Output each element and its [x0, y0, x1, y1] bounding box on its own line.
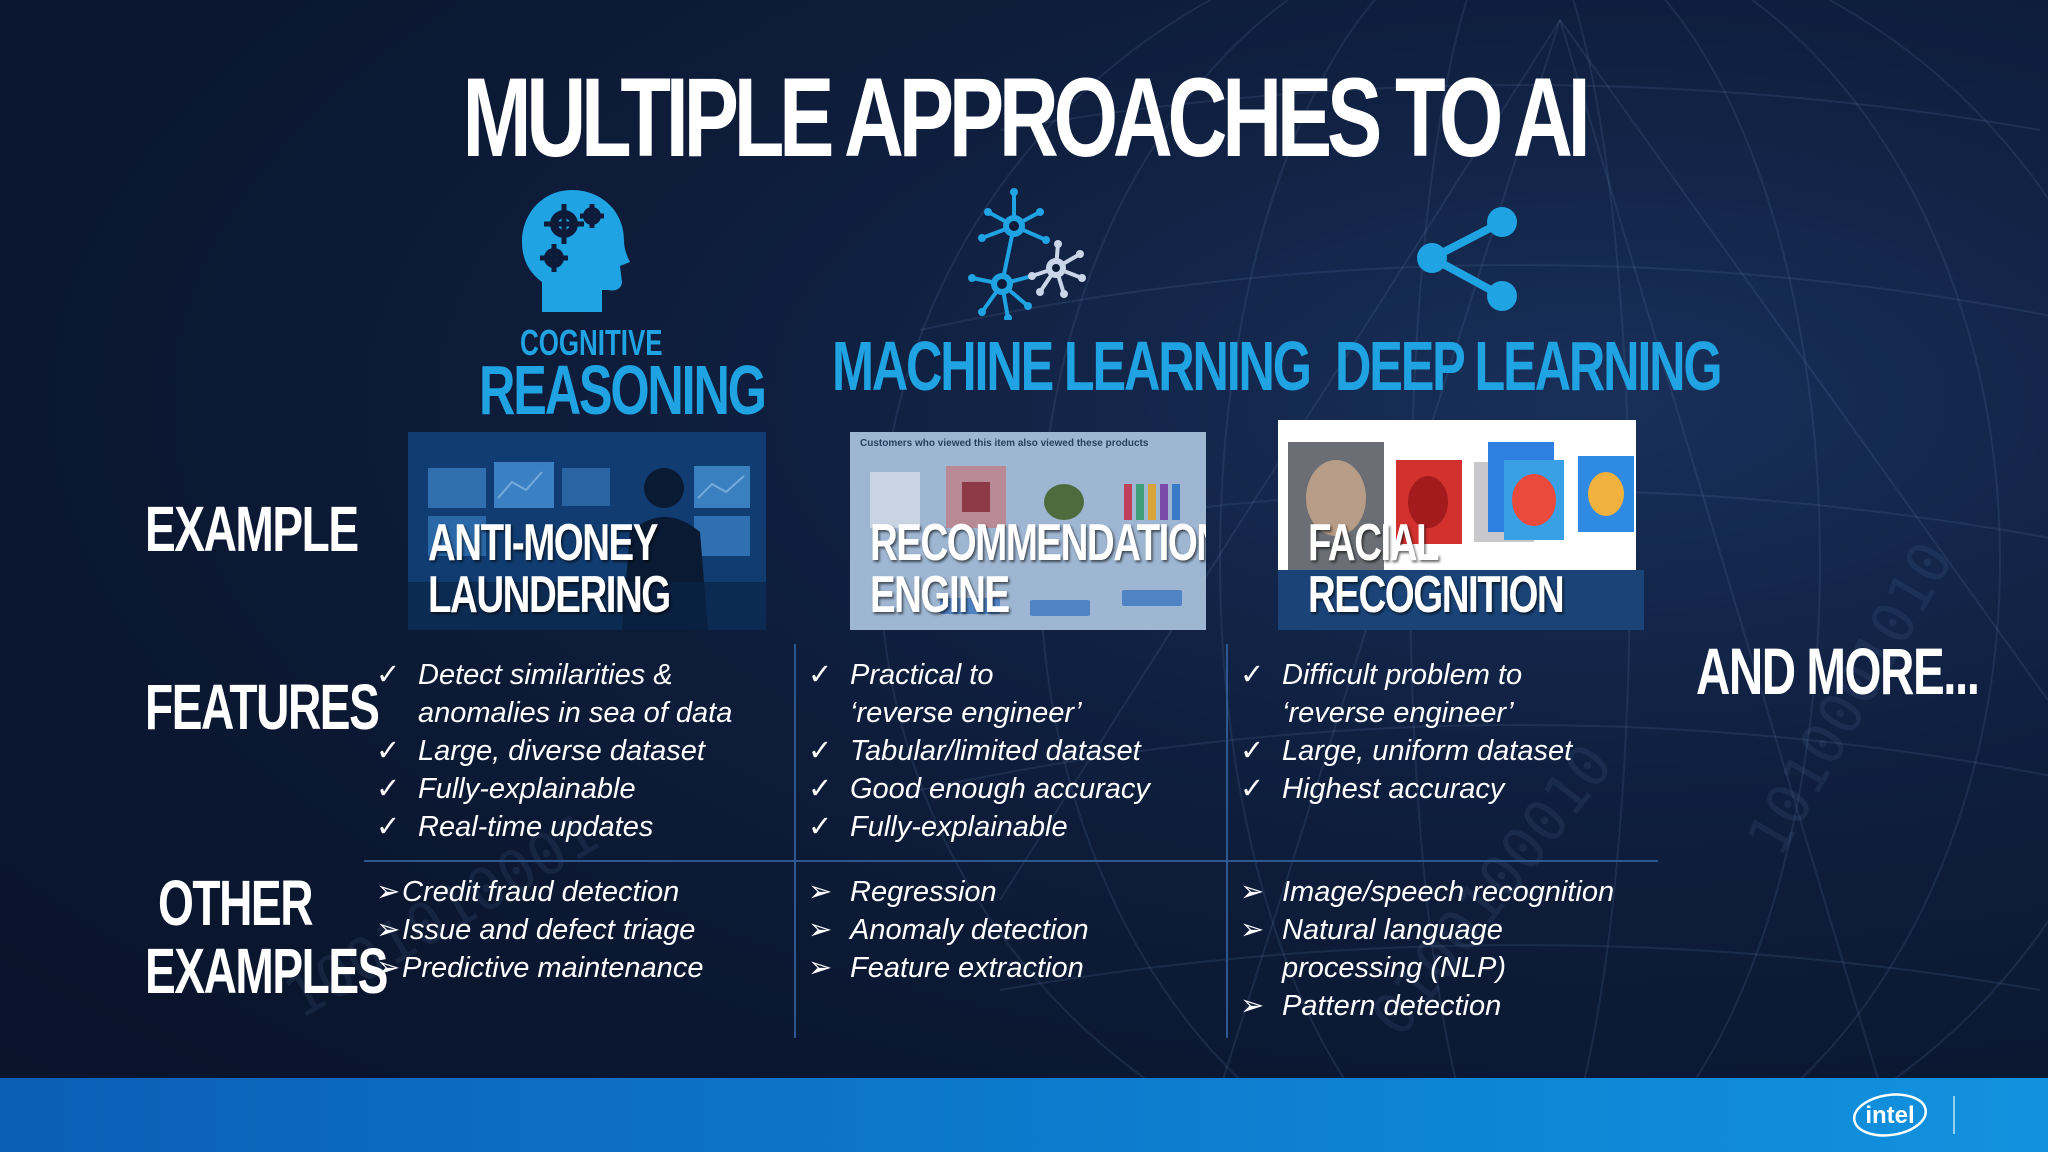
example-panel-facial-recognition: FACIAL RECOGNITION: [1278, 420, 1644, 630]
list-item: ✓Fully-explainable: [376, 770, 786, 808]
arrow-bullet-icon: ➢: [1240, 914, 1265, 946]
column-divider-2: [1226, 644, 1228, 1038]
list-item: ✓Practical to: [808, 656, 1218, 694]
example-caption-line1: RECOMMENDATION: [870, 514, 1206, 572]
row-label-features: FEATURES: [145, 671, 380, 743]
row-label-other-examples-line2: EXAMPLES: [145, 935, 388, 1007]
arrow-bullet-icon: ➢: [376, 952, 401, 984]
arrow-bullet-icon: ➢: [1240, 990, 1265, 1022]
list-item: ✓Fully-explainable: [808, 808, 1218, 846]
row-label-other-examples-line1: OTHER: [157, 867, 314, 939]
checkmark-icon: ✓: [376, 659, 401, 691]
list-item: ✓Tabular/limited dataset: [808, 732, 1218, 770]
face-heatmap-illustration: [1278, 420, 1644, 630]
list-item: ‘reverse engineer’: [1282, 697, 1514, 729]
footer-bar: [0, 1078, 2048, 1152]
other-examples-list-cognitive: ➢Credit fraud detection ➢Issue and defec…: [376, 873, 786, 987]
list-item: ✓Good enough accuracy: [808, 770, 1218, 808]
checkmark-icon: ✓: [808, 811, 833, 843]
list-item: ➢Issue and defect triage: [376, 911, 786, 949]
checkmark-icon: ✓: [1240, 735, 1265, 767]
arrow-bullet-icon: ➢: [376, 876, 401, 908]
column-divider-1: [794, 644, 796, 1038]
list-item: ✓Difficult problem to: [1240, 656, 1660, 694]
arrow-bullet-icon: ➢: [376, 914, 401, 946]
network-nodes-icon: [968, 188, 1086, 320]
list-item: ➢Anomaly detection: [808, 911, 1218, 949]
list-item: ✓Highest accuracy: [1240, 770, 1660, 808]
checkmark-icon: ✓: [376, 735, 401, 767]
example-caption-line2: LAUNDERING: [428, 566, 671, 624]
list-item: ➢Natural language: [1240, 911, 1680, 949]
checkmark-icon: ✓: [376, 811, 401, 843]
checkmark-icon: ✓: [1240, 773, 1265, 805]
svg-text:intel: intel: [1865, 1102, 1914, 1129]
column-title-machine-learning: MACHINE LEARNING: [832, 327, 1312, 405]
column-title-deep-learning: DEEP LEARNING: [1335, 327, 1723, 405]
intel-logo: intel: [1852, 1093, 1928, 1137]
recommendation-header-text: Customers who viewed this item also view…: [860, 438, 1149, 449]
list-item: anomalies in sea of data: [418, 697, 733, 729]
checkmark-icon: ✓: [808, 773, 833, 805]
row-label-example: EXAMPLE: [145, 493, 359, 565]
checkmark-icon: ✓: [808, 659, 833, 691]
column-title-cognitive-small: COGNITIVE: [520, 322, 663, 363]
features-list-deep-learning: ✓Difficult problem to ‘reverse engineer’…: [1240, 656, 1660, 808]
example-caption-line2: RECOGNITION: [1308, 566, 1565, 624]
list-item: ✓Large, diverse dataset: [376, 732, 786, 770]
arrow-bullet-icon: ➢: [808, 952, 833, 984]
row-divider: [364, 860, 1658, 862]
arrow-bullet-icon: ➢: [1240, 876, 1265, 908]
example-panel-recommendation-engine: Customers who viewed this item also view…: [850, 432, 1206, 630]
list-item: ➢Regression: [808, 873, 1218, 911]
list-item: ✓Real-time updates: [376, 808, 786, 846]
list-item: ➢Pattern detection: [1240, 987, 1680, 1025]
features-list-machine-learning: ✓Practical to ‘reverse engineer’ ✓Tabula…: [808, 656, 1218, 846]
example-caption-line2: ENGINE: [870, 566, 1010, 624]
list-item: ➢Credit fraud detection: [376, 873, 786, 911]
page-title: MULTIPLE APPROACHES TO AI: [462, 55, 1591, 180]
checkmark-icon: ✓: [808, 735, 833, 767]
product-thumbnails: [870, 466, 1182, 616]
example-panel-anti-money-laundering: ANTI-MONEY LAUNDERING: [408, 432, 766, 630]
footer-divider: [1953, 1096, 1955, 1134]
features-list-cognitive: ✓Detect similarities & anomalies in sea …: [376, 656, 786, 846]
example-caption-line1: FACIAL: [1308, 514, 1440, 572]
list-item: ‘reverse engineer’: [850, 697, 1082, 729]
list-item: ➢Feature extraction: [808, 949, 1218, 987]
list-item: ➢Predictive maintenance: [376, 949, 786, 987]
checkmark-icon: ✓: [1240, 659, 1265, 691]
list-item: processing (NLP): [1282, 952, 1507, 984]
column-title-cognitive-reasoning: REASONING: [479, 351, 767, 429]
checkmark-icon: ✓: [376, 773, 401, 805]
list-item: ➢Image/speech recognition: [1240, 873, 1680, 911]
other-examples-list-machine-learning: ➢Regression ➢Anomaly detection ➢Feature …: [808, 873, 1218, 987]
share-nodes-icon: [1417, 207, 1517, 311]
list-item: ✓Large, uniform dataset: [1240, 732, 1660, 770]
head-gears-icon: [522, 190, 630, 312]
monitor-room-illustration: [408, 432, 766, 630]
list-item: ✓Detect similarities &: [376, 656, 786, 694]
example-caption-line1: ANTI-MONEY: [428, 514, 658, 572]
and-more-label: AND MORE...: [1696, 634, 1980, 708]
arrow-bullet-icon: ➢: [808, 914, 833, 946]
other-examples-list-deep-learning: ➢Image/speech recognition ➢Natural langu…: [1240, 873, 1680, 1025]
arrow-bullet-icon: ➢: [808, 876, 833, 908]
